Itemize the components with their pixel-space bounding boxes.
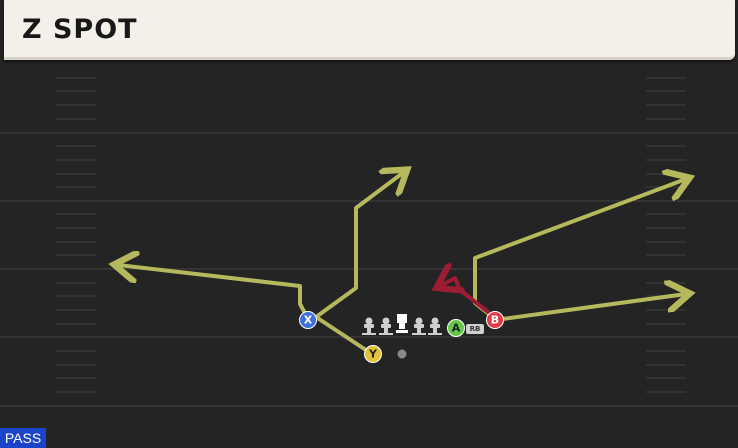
offensive-lineman-icon <box>412 317 426 335</box>
play-title: Z SPOT <box>22 14 138 45</box>
center-icon <box>396 314 408 333</box>
player-x[interactable]: X <box>299 311 317 329</box>
quarterback-icon <box>397 349 407 359</box>
rb-tag: RB <box>466 324 484 334</box>
offensive-lineman-icon <box>362 317 376 335</box>
player-b-label: B <box>491 314 499 327</box>
yard-lines <box>0 132 738 407</box>
player-a-label: A <box>452 322 461 335</box>
hash-marks-left <box>56 77 96 393</box>
route-x-out <box>118 265 310 321</box>
route-a-hot <box>440 278 490 314</box>
offensive-lineman-icon <box>428 317 442 335</box>
player-a[interactable]: A <box>447 319 465 337</box>
play-field: X Y A RB B <box>0 60 738 448</box>
play-header: Z SPOT <box>4 0 735 60</box>
player-y[interactable]: Y <box>364 345 382 363</box>
offensive-lineman-icon <box>379 317 393 335</box>
route-y-corner <box>314 172 404 356</box>
rb-tag-label: RB <box>470 325 481 333</box>
player-b[interactable]: B <box>486 311 504 329</box>
play-type-badge: PASS <box>0 428 46 448</box>
player-y-label: Y <box>368 348 378 361</box>
player-x-label: X <box>304 314 313 327</box>
field-diagram: X Y A RB B <box>0 77 738 407</box>
hash-marks-right <box>646 77 686 393</box>
route-b-flat <box>493 294 686 322</box>
offensive-line <box>362 314 442 335</box>
